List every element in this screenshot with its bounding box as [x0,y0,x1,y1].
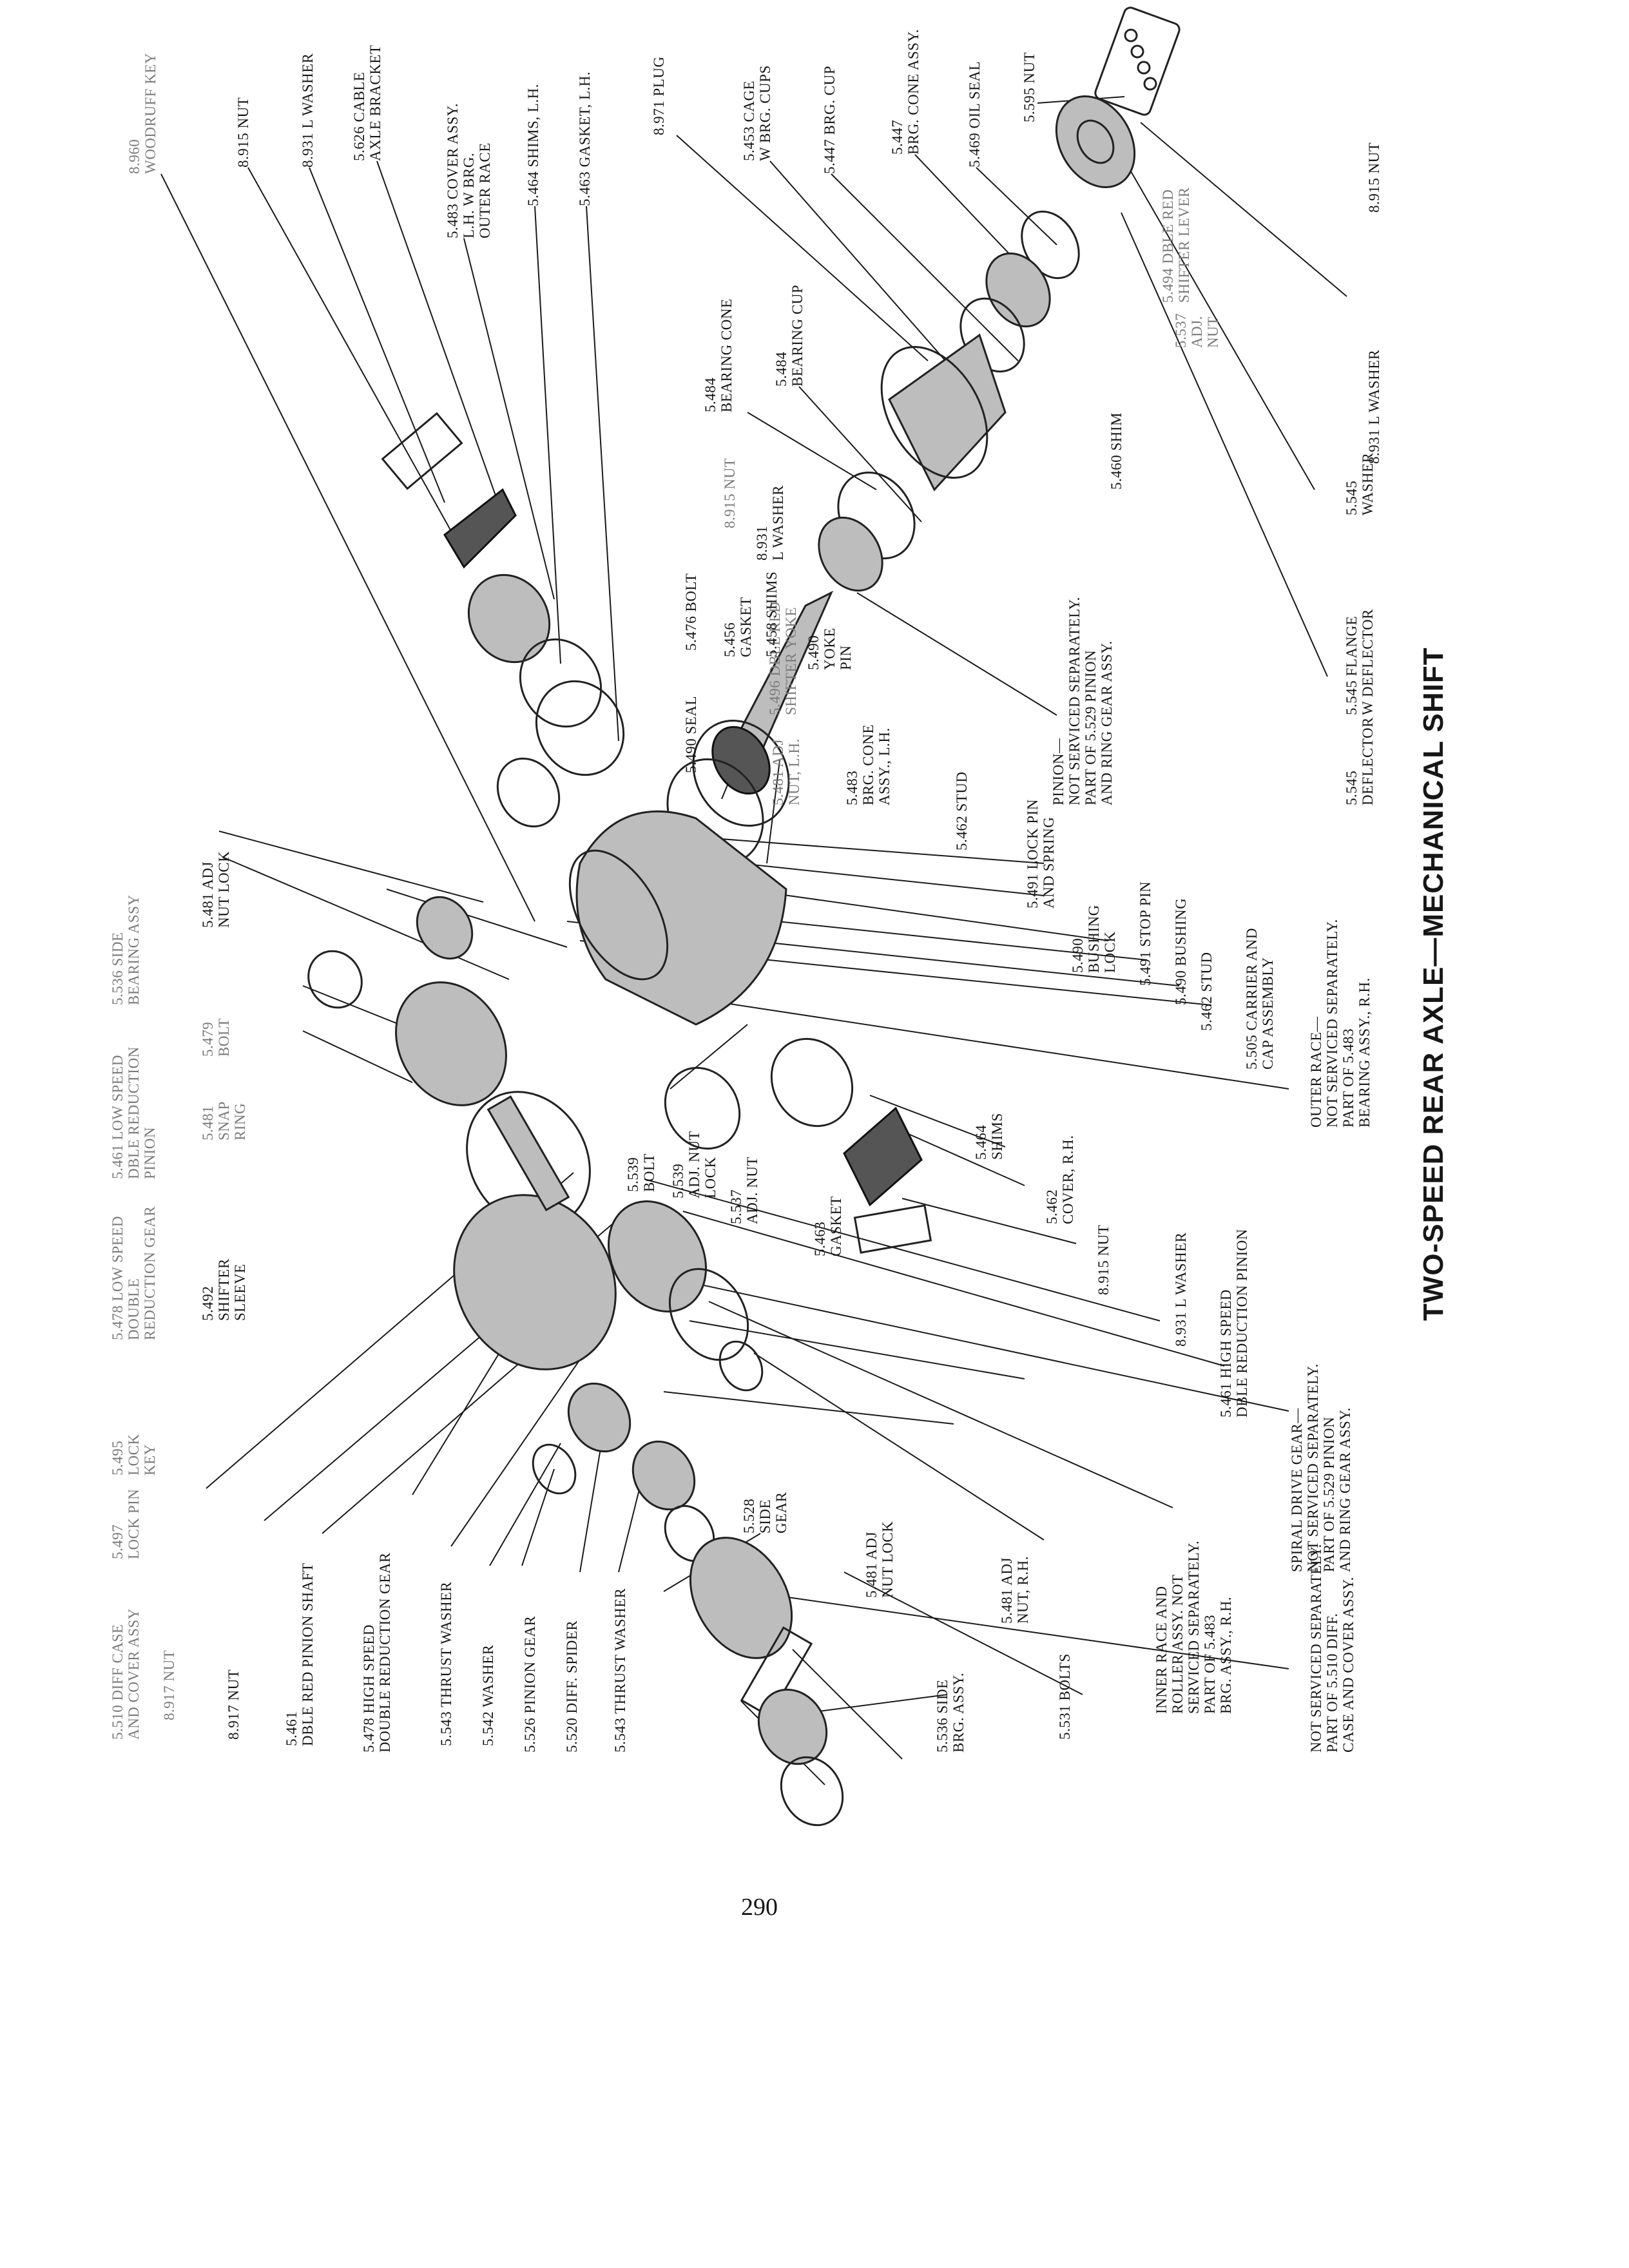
label-oil-seal: 5.469 OIL SEAL [967,61,983,168]
label-nut-8915-bottom: 8.915 NUT [1095,1224,1112,1295]
label-bushing-lock: 5.490 BUSHING LOCK [1070,905,1118,973]
label-stud-5462-bottom: 5.462 STUD [1199,952,1215,1031]
label-adj-nut-rh: 5.481 ADJ NUT, R.H. [999,1555,1031,1624]
label-gasket-5463: 5.463 GASKET [812,1196,844,1256]
label-cage: 5.453 CAGE W BRG. CUPS [741,65,773,161]
label-bearing-cup-5484: 5.484 BEARING CUP [773,284,805,387]
label-cable-bracket: 5.626 CABLE AXLE BRACKET [351,44,383,161]
key-plate-left [381,412,463,490]
label-nut-8915-mid: 8.915 NUT [722,457,738,528]
label-bushing-5490: 5.490 BUSHING [1173,898,1189,1005]
label-not-serviced-note: NOT SERVICED SEPARATELY. PART OF 5.510 D… [1308,1544,1356,1753]
label-yoke-pin: 5.490 YOKE PIN [805,628,854,670]
label-brg-cone-lh: 5.483 BRG. CONE ASSY., L.H. [844,724,892,805]
label-nut-5595: 5.595 NUT [1021,52,1037,122]
label-adj-nut-5537-top: 5.537 ADJ. NUT [1173,312,1221,348]
page-title: TWO-SPEED REAR AXLE—MECHANICAL SHIFT [1418,647,1449,1321]
label-adj-nut-lh: 5.481 ADJ NUT, L.H. [770,738,802,805]
carrier-housing [568,810,787,1026]
label-pinion-gear: 5.526 PINION GEAR [522,1615,538,1753]
label-stud-5462-top: 5.462 STUD [954,771,970,850]
label-side-brg-bottom: 5.536 SIDE BRG. ASSY. [934,1672,967,1753]
label-gasket-5456: 5.456 GASKET [722,597,754,657]
label-high-speed-pinion: 5.461 HIGH SPEED DBLE REDUCTION PINION [1218,1229,1250,1418]
label-washer-8931-top: 8.931 L WASHER [300,53,316,168]
page-number: 290 [741,1894,778,1921]
label-washer-5545: 5.545 WASHER [1344,452,1376,515]
drive-pinion [711,590,834,795]
label-bolt-5539: 5.539 BOLT [625,1153,657,1192]
label-spiral-note: SPIRAL DRIVE GEAR— NOT SERVICED SEPARATE… [1289,1363,1353,1572]
left-gaskets [519,638,625,776]
label-thrust-washer-b: 5.543 THRUST WASHER [612,1588,628,1753]
label-shifter-lever: 5.494 DBLE RED SHIFTER LEVER [1160,187,1192,303]
oil-seal [1021,210,1080,280]
label-outer-race-note: OUTER RACE— NOT SERVICED SEPARATELY. PAR… [1308,919,1373,1128]
label-side-bearing-5536: 5.536 SIDE BEARING ASSY [110,894,142,1005]
label-diff-case: 5.510 DIFF CASE AND COVER ASSY [110,1608,142,1740]
left-bearing-parts [307,757,561,1009]
label-bolt-5479: 5.479 BOLT [200,1018,232,1057]
label-brg-cone-5447: 5.447 BRG. CONE ASSY. [889,29,921,155]
label-cover-assy: 5.483 COVER ASSY. L.H. W BRG. OUTER RACE [445,102,493,238]
differential-parts [532,1382,844,1827]
label-washer-8931-right: 8.931 L WASHER [1366,349,1382,464]
label-shims-5458: 5.458 SHIMS [764,571,780,657]
label-side-gear: 5.528 SIDE GEAR [741,1492,789,1533]
label-pinion-shaft: 5.461 DBLE RED PINION SHAFT [284,1562,316,1746]
label-snap-ring: 5.481 SNAP RING [200,1101,248,1140]
label-pinion-note: PINION— NOT SERVICED SEPARATELY. PART OF… [1050,597,1115,805]
label-adj-nut-lock-5539: 5.539 ADJ. NUT LOCK [670,1131,718,1198]
label-stop-pin: 5.491 STOP PIN [1137,881,1153,986]
label-low-speed-gear: 5.478 LOW SPEED DOUBLE REDUCTION GEAR [110,1206,158,1340]
label-shims-5464: 5.464 SHIMS [973,1113,1005,1160]
label-deflector: 5.545 DEFLECTOR [1344,717,1376,805]
label-washer-5542: 5.542 WASHER [480,1644,496,1746]
label-adj-nut-lock-bottom: 5.481 ADJ NUT LOCK [863,1521,896,1598]
cable-bracket [443,488,517,569]
pinion-bearing [818,471,916,592]
cover-left [467,573,551,664]
label-cover-rh: 5.462 COVER, R.H. [1044,1135,1076,1224]
label-high-speed-gear: 5.478 HIGH SPEED DOUBLE REDUCTION GEAR [361,1552,393,1753]
label-washer-8931-bottom: 8.931 L WASHER [1173,1232,1189,1347]
label-thrust-washer-a: 5.543 THRUST WASHER [438,1581,454,1746]
label-flange: 5.545 FLANGE W DEFLECTOR [1344,608,1376,715]
label-nut-8915-right: 8.915 NUT [1366,142,1382,213]
label-bearing-cone-5484: 5.484 BEARING CONE [702,298,735,412]
key-bolt-plate [1094,6,1181,116]
label-seal-5490: 5.490 SEAL [683,696,699,773]
bearing-cone [985,252,1051,328]
label-gasket-lh: 5.463 GASKET, L.H. [577,71,593,206]
label-lock-pin: 5.491 LOCK PIN AND SPRING [1025,799,1057,908]
label-adj-nut-lock-5481: 5.481 ADJ NUT LOCK [200,850,232,928]
rear-yoke-flange [1055,95,1136,189]
label-nut-8917-b: 8.917 NUT [226,1669,242,1740]
label-shims-lh: 5.464 SHIMS, L.H. [525,84,541,206]
label-brg-cup-5447: 5.447 BRG. CUP [822,65,838,174]
label-diff-spider: 5.520 DIFF. SPIDER [564,1620,580,1753]
label-bolts-5531: 5.531 BOLTS [1057,1653,1073,1740]
label-plug: 8.971 PLUG [651,56,667,135]
label-bolt-5476: 5.476 BOLT [683,573,699,651]
label-shim-5460: 5.460 SHIM [1108,412,1124,490]
label-washer-8931-mid: 8.931 L WASHER [754,485,786,561]
label-nut-8915-top: 8.915 NUT [235,97,251,168]
label-nut-8917-a: 8.917 NUT [161,1649,177,1720]
label-lock-pin-5497: 5.497 LOCK PIN [110,1488,142,1559]
right-cover-parts [664,1037,932,1254]
label-inner-race-note: INNER RACE AND ROLLER ASSY. NOT SERVICED… [1153,1540,1234,1714]
label-low-speed-pinion: 5.461 LOW SPEED DBLE REDUCTION PINION [110,1046,158,1179]
label-carrier: 5.505 CARRIER AND CAP ASSEMBLY [1244,928,1276,1070]
reduction-gears [395,981,617,1370]
label-shifter-sleeve: 5.492 SHIFTER SLEEVE [200,1258,248,1321]
high-speed-pinion [608,1200,764,1392]
label-woodruff-key: 8.960 WOODRUFF KEY [126,52,159,174]
label-lock-key: 5.495 LOCK KEY [110,1434,158,1475]
label-adj-nut-5537: 5.537 ADJ. NUT [728,1157,760,1224]
bearing-cage [880,333,1007,492]
